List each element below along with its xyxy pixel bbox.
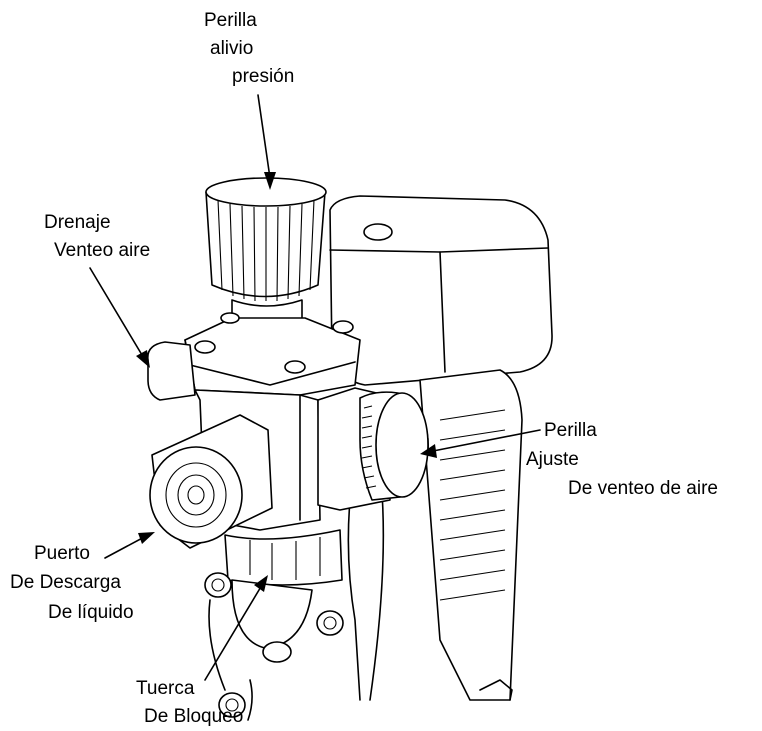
label-lock-nut-line2: De Bloqueo bbox=[144, 706, 244, 727]
label-air-vent-knob-line1: Perilla bbox=[544, 420, 597, 441]
pump-housing bbox=[329, 195, 553, 701]
label-pressure-relief-knob-line2: alivio bbox=[210, 38, 254, 59]
label-drain-vent-line2: Venteo aire bbox=[54, 240, 151, 261]
pressure-relief-knob bbox=[205, 177, 327, 334]
air-vent-adjust-knob bbox=[317, 387, 429, 511]
label-lock-nut-line1: Tuerca bbox=[136, 678, 195, 699]
label-pressure-relief-knob-line3: presión bbox=[232, 66, 295, 87]
label-air-vent-knob-line2: Ajuste bbox=[526, 449, 579, 470]
label-air-vent-knob-line3: De venteo de aire bbox=[568, 478, 718, 499]
label-drain-vent-line1: Drenaje bbox=[44, 212, 111, 233]
lock-nut bbox=[204, 529, 344, 721]
label-discharge-port-line2: De Descarga bbox=[10, 572, 121, 593]
leader-arrows bbox=[89, 94, 541, 681]
label-discharge-port-line1: Puerto bbox=[34, 543, 90, 564]
label-discharge-port-line3: De líquido bbox=[48, 602, 134, 623]
label-pressure-relief-knob-line1: Perilla bbox=[204, 10, 257, 31]
discharge-port bbox=[149, 414, 273, 549]
